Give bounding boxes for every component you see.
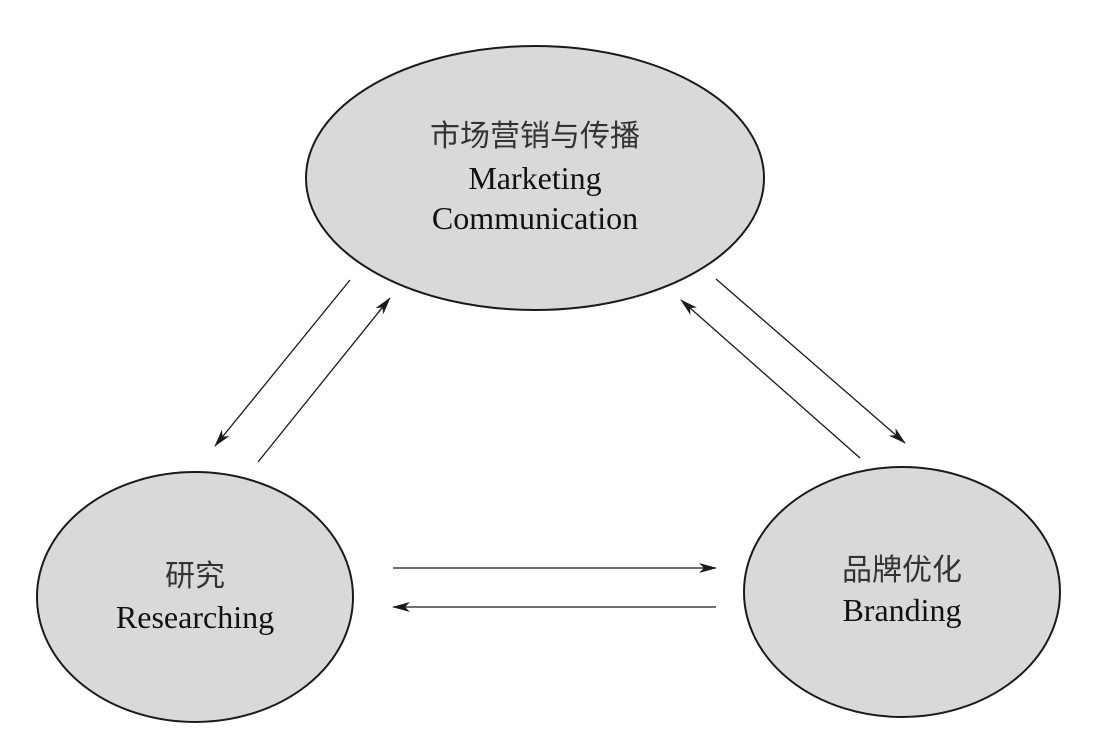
node-marketing-communication: 市场营销与传播 Marketing Communication [305,45,765,311]
research-label-en: Researching [116,599,274,635]
arrow-branding-to-marketing [680,299,861,459]
arrow-marketing-to-research [214,279,351,447]
research-ellipse [36,471,354,723]
arrow-marketing-to-branding [715,278,906,444]
marketing-ellipse [305,45,765,311]
branding-ellipse [743,466,1061,718]
branding-label-cn: 品牌优化 [842,553,962,588]
node-branding: 品牌优化 Branding [743,466,1061,718]
marketing-label-cn: 市场营销与传播 [430,119,640,154]
node-researching: 研究 Researching [36,471,354,723]
research-label-cn: 研究 [165,559,225,594]
branding-label-en: Branding [842,592,961,628]
marketing-label-en-line2: Communication [432,200,638,236]
arrow-research-to-marketing [257,297,391,463]
marketing-label-en-line1: Marketing [468,160,601,196]
